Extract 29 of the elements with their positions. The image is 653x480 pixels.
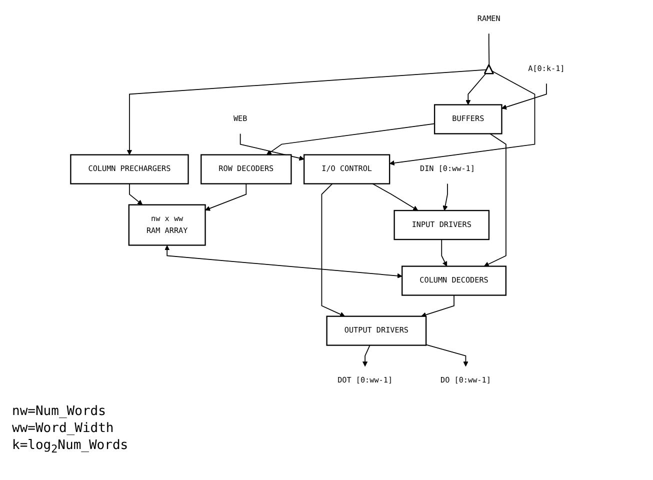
arrow — [129, 183, 143, 206]
definition-note: ww=Word_Width — [12, 420, 115, 438]
node-box — [303, 154, 390, 184]
arrow — [421, 294, 454, 318]
definition-note: nw=Num_Words — [12, 404, 107, 421]
arrow — [466, 73, 486, 105]
definition-note: k=log$_{2}$Num_Words — [12, 438, 128, 456]
node-box — [434, 104, 502, 134]
arrow — [484, 133, 506, 267]
arrow — [126, 69, 488, 156]
node-box — [402, 266, 506, 296]
arrow — [426, 344, 468, 367]
arrow — [205, 183, 247, 211]
node-box — [200, 154, 292, 184]
node-box — [70, 154, 189, 184]
arrow — [372, 183, 418, 211]
arrow — [266, 123, 435, 156]
arrow — [362, 344, 370, 367]
arrow — [501, 83, 547, 110]
node-box — [394, 210, 490, 240]
connector — [488, 33, 490, 66]
arrow — [442, 183, 448, 211]
arrow — [441, 239, 448, 266]
arrow — [321, 183, 345, 317]
node-box — [326, 316, 427, 346]
arrow — [240, 133, 304, 161]
arrow — [164, 245, 402, 278]
arrow — [389, 70, 536, 166]
node-box — [128, 204, 206, 246]
